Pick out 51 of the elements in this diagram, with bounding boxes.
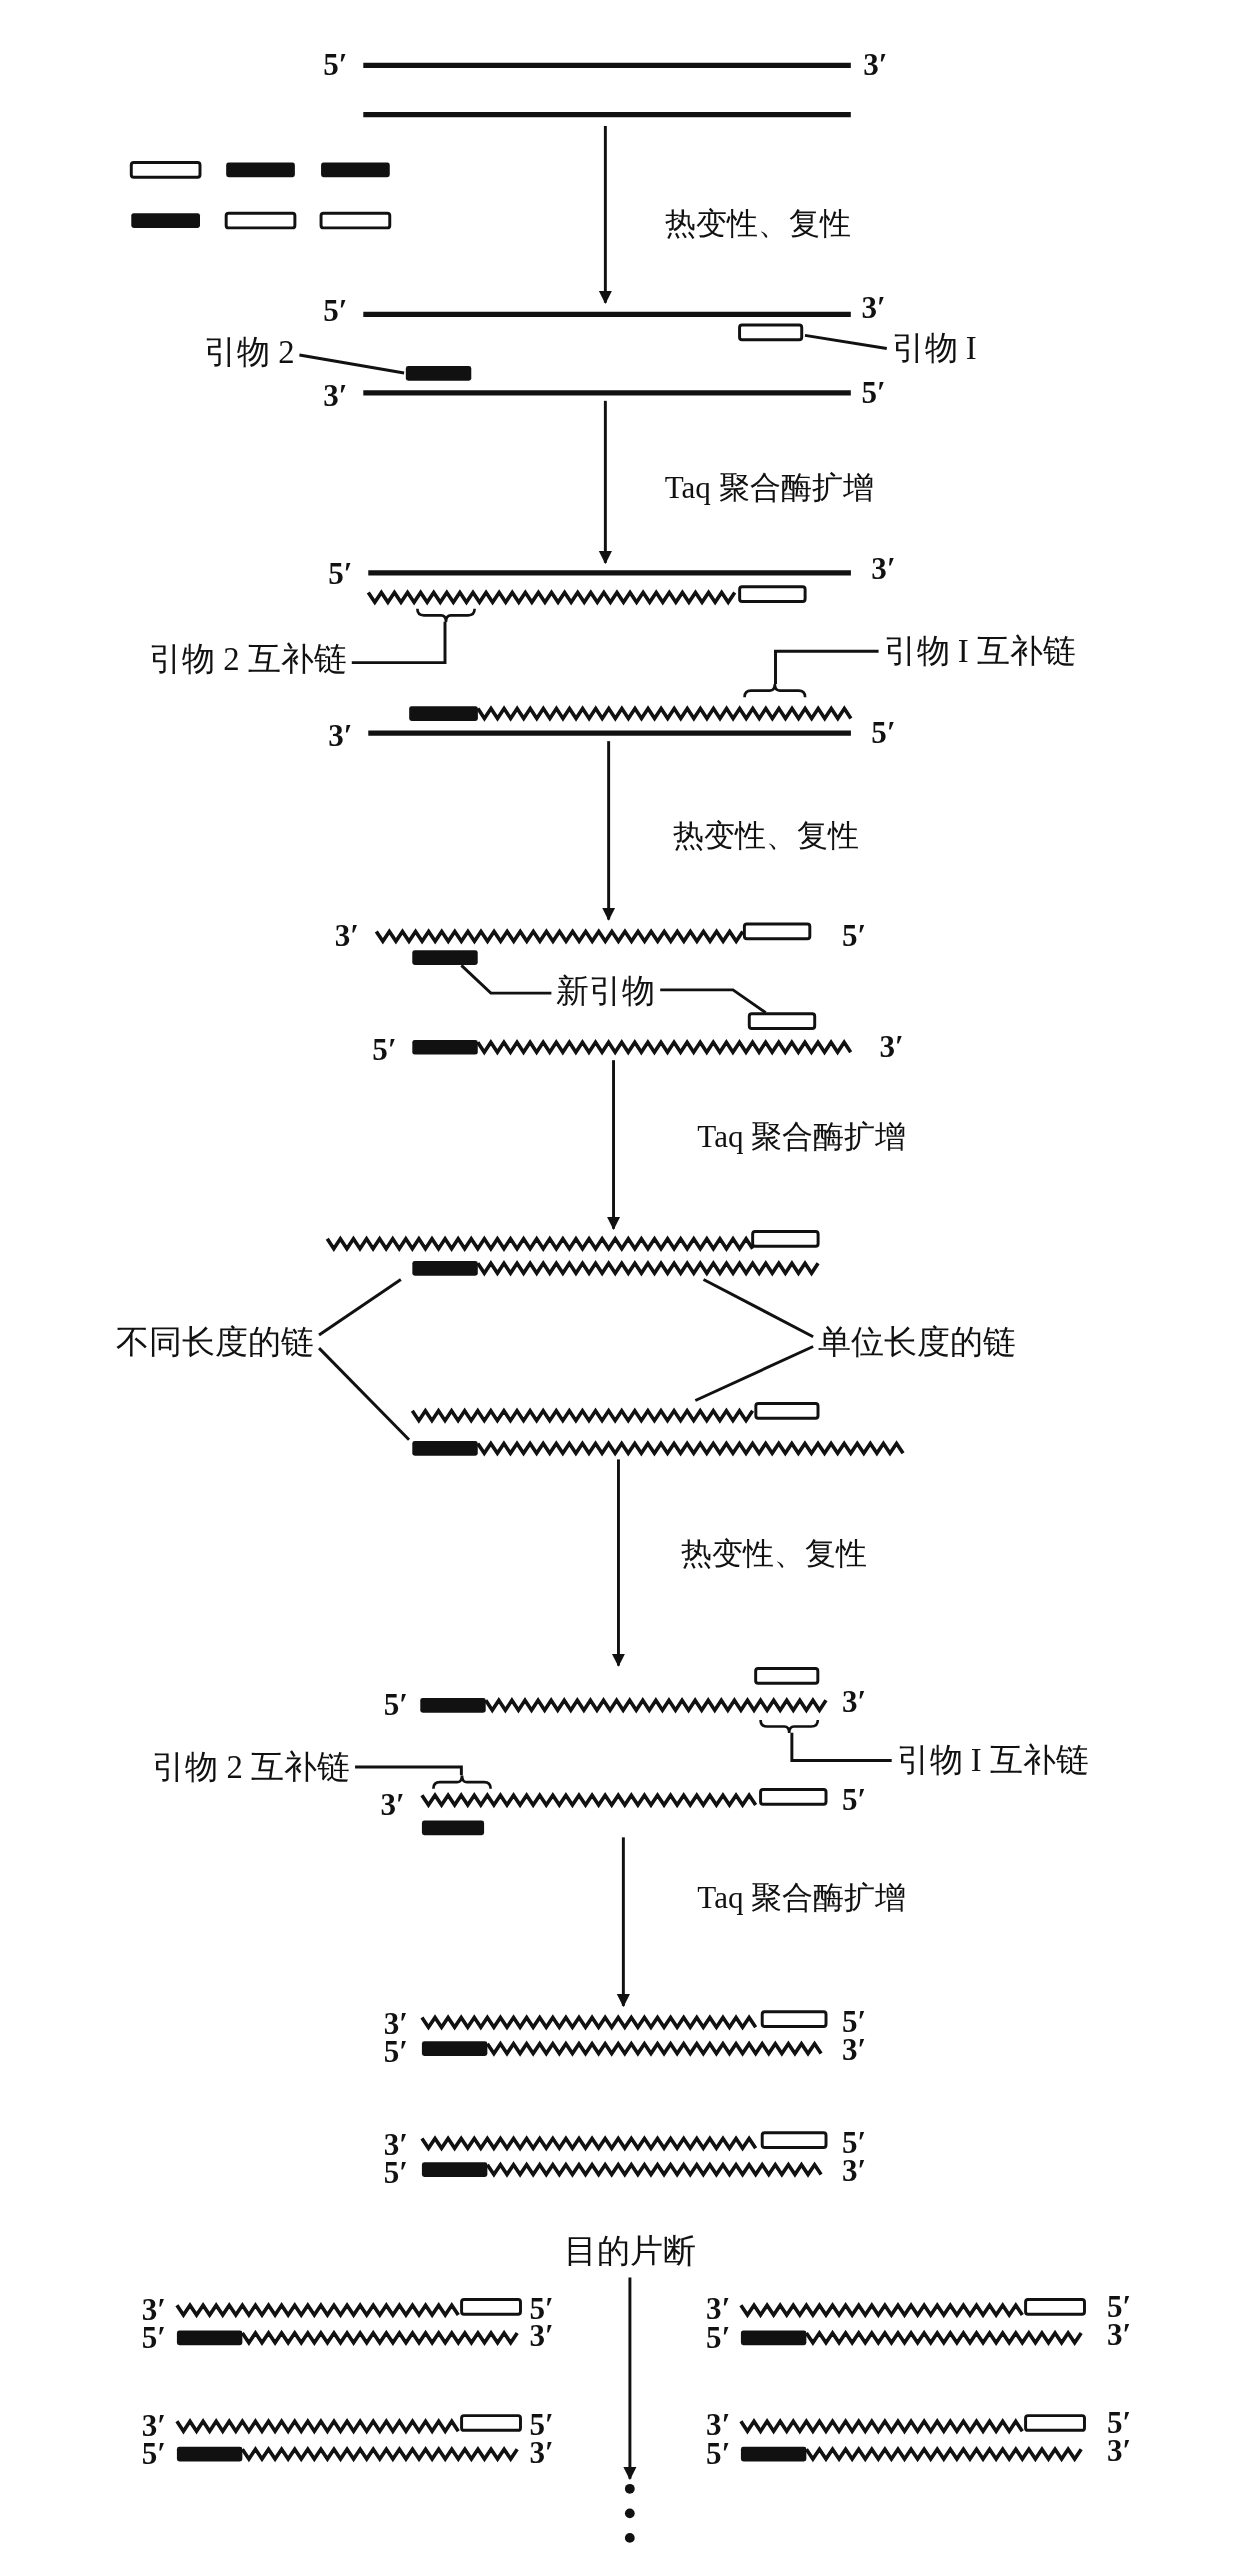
strand-end-label: 5′: [841, 1782, 867, 1817]
strand-end-label: 3′: [871, 552, 896, 587]
strand-end-label: 3′: [334, 918, 359, 953]
strand-end-label: 3′: [841, 1684, 867, 1719]
strand-end-label: 5′: [372, 1033, 397, 1068]
leader-line: [660, 988, 767, 1014]
strand-end-label: 5′: [861, 375, 886, 410]
callout-label: 引物 I 互补链: [896, 1742, 1089, 1779]
strand-end-label: 5′: [871, 715, 896, 751]
arrow: [598, 125, 612, 304]
leader-line: [355, 1765, 463, 1776]
strand-end-label: 3′: [863, 48, 888, 83]
leader-line: [460, 964, 552, 995]
strand-end-label: 3′: [323, 378, 348, 414]
edge-label: Taq 聚合酶扩增: [662, 470, 876, 505]
callout-label: 新引物: [556, 973, 656, 1010]
leader-line: [299, 353, 405, 375]
leader-line: [774, 649, 879, 684]
strand-end-label: 5′: [323, 48, 348, 83]
strand-end-label: 3′: [328, 719, 353, 754]
callout-label: 不同长度的链: [116, 1323, 315, 1360]
strand-end-label: 3′: [861, 290, 886, 325]
leader-line: [804, 333, 887, 350]
arrow: [602, 741, 616, 921]
node-label: 目的片断: [563, 2233, 696, 2270]
leader-line: [318, 1347, 411, 1441]
edge-label: 热变性、复性: [679, 1537, 869, 1572]
callout-label: 引物 I 互补链: [883, 633, 1076, 670]
callout-label: 引物 I: [891, 330, 977, 367]
leader-line: [318, 1278, 402, 1337]
callout-label: 引物 2 互补链: [152, 1749, 351, 1785]
leader-line: [790, 1732, 892, 1762]
arrow: [607, 1060, 621, 1230]
callout-label: 单位长度的链: [818, 1323, 1017, 1360]
strand-end-label: 5′: [841, 918, 867, 953]
strand-end-label: 5′: [383, 1687, 409, 1722]
strand-end-label: 5′: [328, 557, 353, 592]
arrow: [611, 1459, 625, 1667]
edge-label: 热变性、复性: [662, 207, 853, 242]
strand-end-label: 3′: [380, 1787, 405, 1822]
strand-end-label: 5′: [323, 293, 348, 328]
leader-line: [694, 1345, 814, 1402]
callout-label: 引物 2: [203, 333, 295, 370]
arrow: [598, 400, 612, 565]
strand-end-label: 3′: [879, 1030, 904, 1065]
arrow: [616, 1837, 630, 2008]
edge-label: 热变性、复性: [670, 818, 861, 854]
callout-label: 引物 2 互补链: [149, 641, 347, 678]
leader-line: [702, 1278, 814, 1338]
leader-line: [351, 621, 447, 665]
arrow: [623, 2277, 637, 2480]
